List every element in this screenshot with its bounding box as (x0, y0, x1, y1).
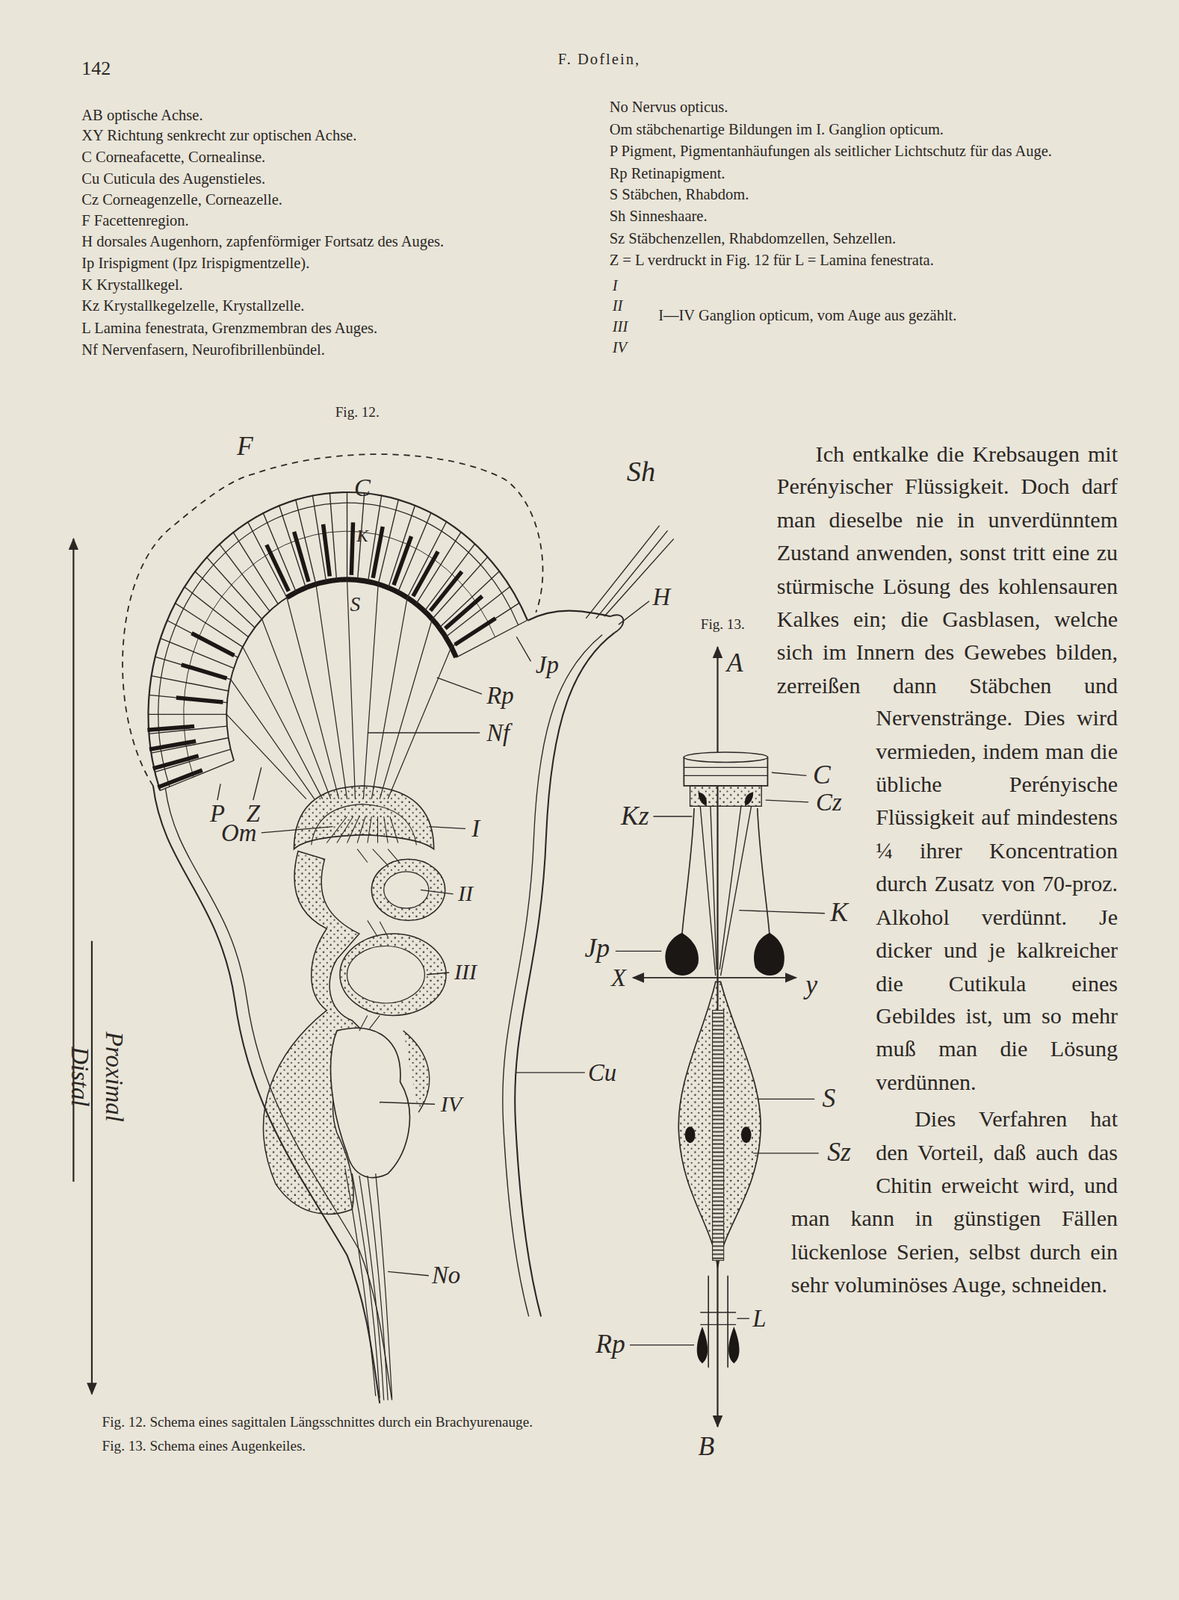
part-label: Nf (486, 719, 510, 747)
legend-entry: C Corneafacette, Cornealinse. (81, 148, 266, 166)
part-label: Sh (626, 457, 656, 489)
part-label: F (236, 432, 254, 462)
part-label: Kz (620, 801, 650, 831)
legend-entry: H dorsales Augenhorn, zapfenförmiger For… (81, 233, 444, 252)
body-paragraph: Ich entkalke die Krebsaugen mit Perényis… (775, 437, 1118, 1100)
ganglion-numeral: II (612, 298, 624, 316)
legend-entry: Z = L verdruckt in Fig. 12 für L = Lamin… (609, 251, 934, 269)
part-label: Jp (535, 652, 559, 680)
legend-entry: Cu Cuticula des Augenstieles. (81, 170, 266, 188)
page-number: 142 (81, 59, 111, 81)
legend-entry: Kz Krystallkegelzelle, Krystallzelle. (81, 298, 305, 316)
direction-label: Distal (66, 1046, 94, 1107)
legend-entry: Rp Retinapigment. (609, 165, 726, 183)
legend-entry: AB optische Achse. (81, 106, 203, 125)
legend-entry: F Facettenregion. (81, 212, 189, 230)
figure-caption: Fig. 13. Schema eines Augenkeiles. (102, 1438, 307, 1454)
part-label: A (726, 649, 744, 679)
part-label: IV (440, 1092, 462, 1117)
figure-caption: Fig. 12. Schema eines sagittalen Längssc… (102, 1415, 533, 1431)
part-label: No (431, 1262, 461, 1290)
legend-entry: Sz Stäbchenzellen, Rhabdomzellen, Sehzel… (609, 230, 897, 248)
legend-entry: Om stäbchenartige Bildungen im I. Gangli… (609, 121, 944, 139)
float-spacer (775, 437, 777, 736)
part-label: Om (221, 819, 257, 847)
legend-entry: I—IV Ganglion opticum, vom Auge aus gezä… (658, 307, 957, 325)
part-label: Cu (588, 1059, 617, 1087)
body-text: Ich entkalke die Krebsaugen mit Perényis… (775, 437, 1118, 1303)
part-label: H (652, 583, 671, 611)
part-label: S (821, 1084, 836, 1114)
part-label: C (354, 474, 371, 502)
legend-entry: XY Richtung senkrecht zur optischen Achs… (81, 127, 357, 145)
ganglion-numeral: I (612, 277, 618, 295)
part-label: Rp (486, 682, 514, 710)
part-label: Rp (595, 1330, 625, 1360)
ganglion-numeral: III (612, 318, 628, 336)
part-label: Cz (815, 788, 843, 816)
legend-entry: Sh Sinneshaare. (609, 207, 708, 225)
float-spacer (775, 735, 876, 1199)
legend-entry: Cz Corneagenzelle, Corneazelle. (81, 192, 283, 210)
part-label: B (698, 1433, 716, 1463)
legend-entry: P Pigment, Pigmentanhäufungen als seitli… (609, 142, 1052, 160)
running-head: F. Doflein, (558, 50, 641, 68)
part-label: K (830, 898, 849, 928)
legend-entry: K Krystallkegel. (81, 276, 183, 294)
legend-entry: S Stäbchen, Rhabdom. (609, 186, 750, 204)
legend-entry: No Nervus opticus. (609, 98, 729, 116)
part-label: K (356, 527, 368, 547)
part-label: I (471, 815, 480, 843)
part-label: Sz (827, 1138, 852, 1168)
part-label: y (805, 971, 818, 1001)
part-label: Jp (584, 934, 610, 964)
legend-entry: L Lamina fenestrata, Grenzmembran des Au… (81, 320, 378, 338)
part-label: S (350, 593, 361, 616)
ganglion-numeral: IV (612, 339, 627, 358)
part-label: II (458, 881, 473, 907)
part-label: III (454, 960, 477, 985)
part-label: X (611, 964, 627, 992)
part-label: L (752, 1305, 766, 1333)
body-paragraph: Dies Verfahren hat den Vorteil, daß auch… (791, 1103, 1118, 1303)
part-label: C (812, 761, 831, 791)
figure-number: Fig. 13. (700, 617, 745, 633)
figure-number: Fig. 12. (335, 404, 380, 420)
legend-entry: Ip Irispigment (Ipz Irispigmentzelle). (81, 254, 310, 272)
direction-label: Proximal (100, 1031, 128, 1123)
legend-entry: Nf Nervenfasern, Neurofibrillenbündel. (81, 341, 326, 359)
